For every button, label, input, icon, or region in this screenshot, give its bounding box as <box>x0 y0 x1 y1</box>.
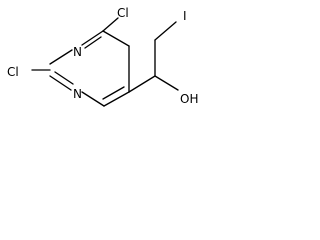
bond-n3-c2 <box>49 49 73 65</box>
molecule-svg: Cl Cl N N I OH <box>7 6 198 107</box>
atom-label-hydroxyl: OH <box>180 92 198 106</box>
atom-label-cl-top: Cl <box>117 6 129 20</box>
atom-label-n-bottom: N <box>73 87 82 101</box>
bond-side-carbon-oh <box>154 75 179 91</box>
bond-c5-side-carbon <box>128 75 156 93</box>
bond-c2-n1-double <box>54 71 74 85</box>
chemical-structure-diagram: Cl Cl N N I OH <box>0 0 212 121</box>
atom-labels: Cl Cl N N I OH <box>7 6 198 106</box>
pyrimidine-ring <box>49 30 130 107</box>
atom-label-cl-left: Cl <box>7 65 19 79</box>
bond-n1-c6 <box>81 91 105 107</box>
atom-label-iodine: I <box>183 9 187 23</box>
substituent-bonds <box>31 17 179 93</box>
bond-c2-n1 <box>49 75 72 91</box>
bond-c6-c5 <box>103 91 130 107</box>
bond-c6-c5-double <box>102 86 125 100</box>
bond-ch2-iodine <box>154 21 177 41</box>
bond-c4-n3-double <box>84 36 102 49</box>
bond-c4-c5-upper <box>102 30 130 47</box>
bond-c4-n3 <box>81 30 104 46</box>
bond-c4-cl <box>102 17 119 32</box>
atom-label-n-top: N <box>73 45 82 59</box>
